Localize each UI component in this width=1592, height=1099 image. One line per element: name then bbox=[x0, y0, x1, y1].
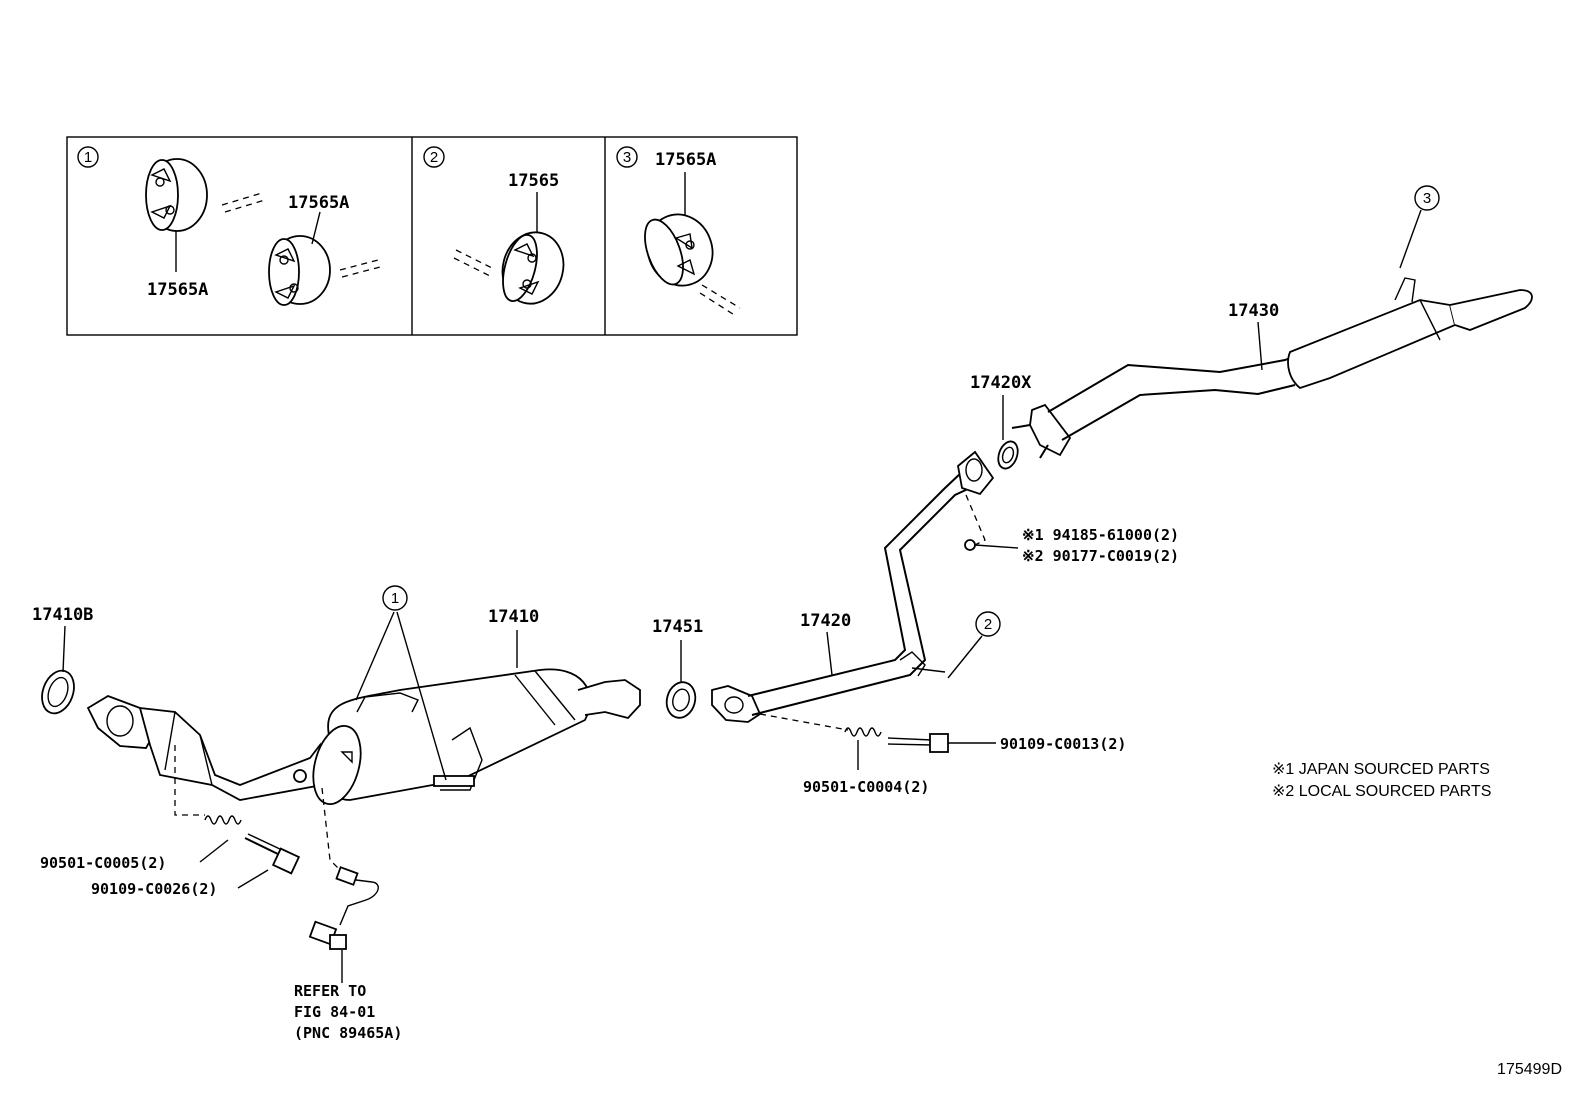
hanger-rubber-icon bbox=[268, 235, 331, 306]
bolt-90109-c0026-icon bbox=[244, 833, 301, 875]
spring-90501-c0005-icon bbox=[204, 815, 242, 825]
gasket-17451-icon bbox=[665, 681, 697, 719]
refer-line-2: FIG 84-01 bbox=[294, 1003, 375, 1021]
inset-panel-3: 3 17565A bbox=[616, 146, 741, 317]
tail-muffler bbox=[1011, 277, 1533, 459]
panel-2-label: 17565 bbox=[508, 171, 559, 191]
figure-id: 175499D bbox=[1497, 1061, 1562, 1078]
panel-2-number: 2 bbox=[430, 149, 438, 166]
legend-japan: ※1 JAPAN SOURCED PARTS bbox=[1272, 761, 1490, 778]
callout-1-leader-b bbox=[396, 611, 447, 781]
callout-2-number: 2 bbox=[984, 616, 992, 633]
label-nut-local: ※2 90177-C0019(2) bbox=[1022, 547, 1179, 565]
label-17410b: 17410B bbox=[32, 605, 93, 625]
refer-line-1: REFER TO bbox=[294, 982, 366, 1000]
label-17420: 17420 bbox=[800, 611, 851, 631]
label-17430: 17430 bbox=[1228, 301, 1279, 321]
panel-1-label-top: 17565A bbox=[288, 193, 349, 213]
callout-1-leader-a bbox=[355, 611, 395, 701]
oxygen-sensor-icon bbox=[308, 866, 379, 950]
panel-1-label-bottom: 17565A bbox=[147, 280, 208, 300]
callout-1-circle bbox=[382, 585, 408, 611]
callout-3-number: 3 bbox=[1423, 190, 1431, 207]
hanger-rubber-icon bbox=[501, 231, 565, 305]
panel-3-number: 3 bbox=[623, 149, 631, 166]
inset-panel-2: 2 17565 bbox=[423, 146, 565, 305]
panel-3-label: 17565A bbox=[655, 150, 716, 170]
label-90109-c0026: 90109-C0026(2) bbox=[91, 880, 217, 898]
refer-line-3: (PNC 89465A) bbox=[294, 1024, 402, 1042]
center-pipe bbox=[711, 450, 995, 723]
label-90501-c0005: 90501-C0005(2) bbox=[40, 854, 166, 872]
label-17451: 17451 bbox=[652, 617, 703, 637]
callout-1-number: 1 bbox=[391, 590, 399, 607]
label-17420x: 17420X bbox=[970, 373, 1032, 393]
bolt-90109-c0013-icon bbox=[887, 733, 949, 753]
hanger-inset-panel: 1 17565A 17565A bbox=[66, 136, 798, 336]
spring-90501-c0004-icon bbox=[844, 727, 882, 737]
gasket-17420x-icon bbox=[997, 440, 1019, 470]
gasket-17410b-icon bbox=[41, 669, 75, 715]
callout-2-circle bbox=[975, 611, 1001, 637]
hanger-rubber-icon bbox=[644, 213, 714, 287]
label-nut-japan: ※1 94185-61000(2) bbox=[1022, 526, 1179, 544]
hanger-rubber-icon bbox=[145, 158, 208, 232]
callout-3-circle bbox=[1414, 185, 1440, 211]
label-17410: 17410 bbox=[488, 607, 539, 627]
legend-local: ※2 LOCAL SOURCED PARTS bbox=[1272, 783, 1491, 800]
nut-icon bbox=[964, 539, 976, 551]
panel-1-number: 1 bbox=[84, 149, 92, 166]
label-90109-c0013: 90109-C0013(2) bbox=[1000, 735, 1126, 753]
label-90501-c0004: 90501-C0004(2) bbox=[803, 778, 929, 796]
inset-panel-1: 1 17565A 17565A bbox=[77, 146, 381, 306]
front-pipe-converter: 17410B bbox=[32, 605, 641, 805]
